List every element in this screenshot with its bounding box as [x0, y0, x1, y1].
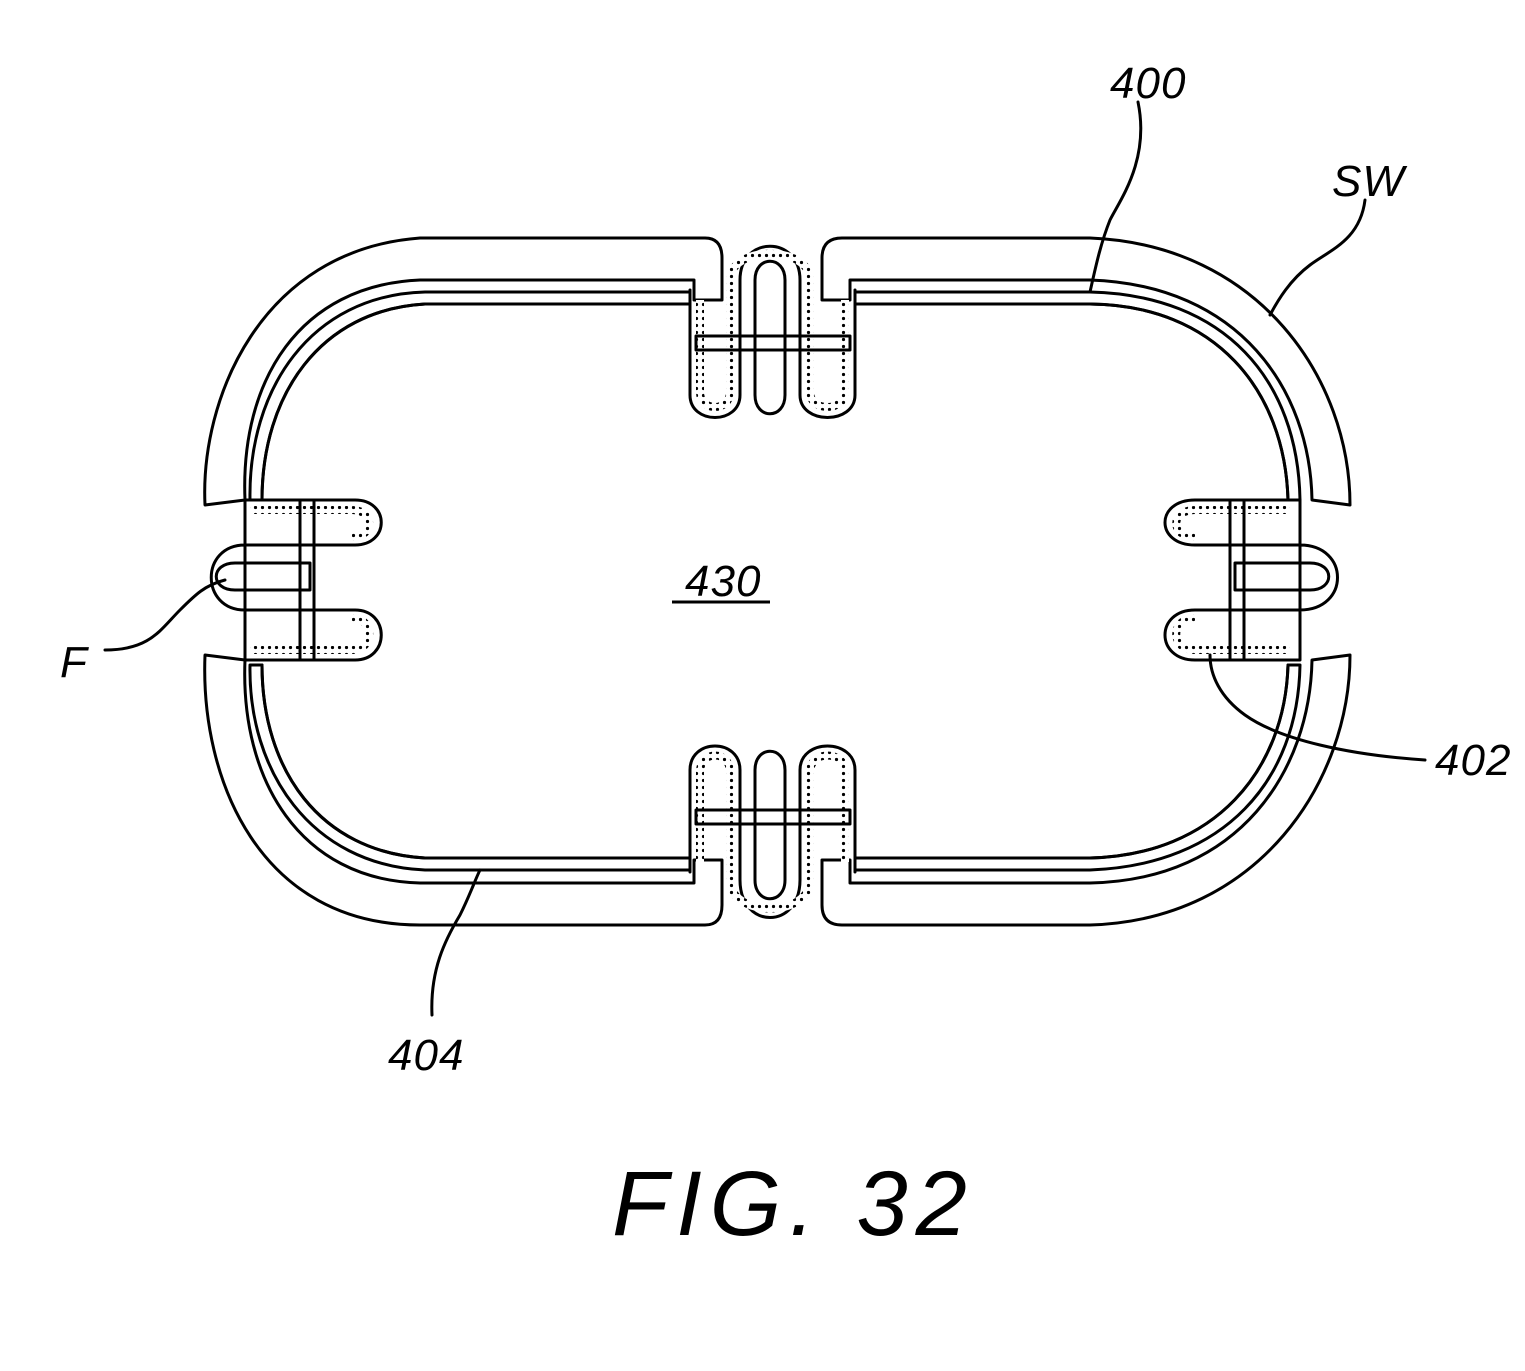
- sidewall-layer: [205, 238, 1350, 925]
- figure-caption: FIG. 32: [612, 1153, 975, 1255]
- leader-402: [1210, 655, 1425, 760]
- stent-layer: [250, 292, 1300, 870]
- leader-400: [1090, 102, 1141, 292]
- label-404: 404: [388, 1031, 464, 1080]
- left-fold: [211, 500, 381, 660]
- label-400: 400: [1110, 59, 1186, 108]
- bottom-fold: [690, 746, 855, 918]
- label-sw: SW: [1332, 157, 1407, 206]
- leader-404: [432, 870, 480, 1015]
- top-fold: [690, 246, 855, 417]
- leader-sw: [1270, 200, 1365, 315]
- inner-wall: [262, 304, 1288, 858]
- label-f: F: [60, 638, 89, 687]
- label-402: 402: [1435, 736, 1511, 785]
- label-430: 430: [685, 557, 761, 606]
- leader-lines: [105, 102, 1425, 1015]
- leader-f: [105, 580, 225, 650]
- right-fold: [1165, 500, 1338, 660]
